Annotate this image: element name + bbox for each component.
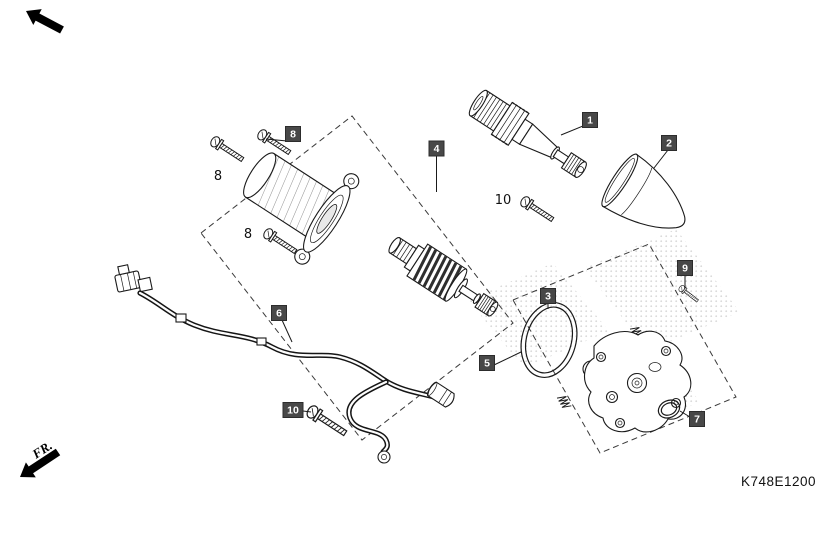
- callout-5[interactable]: 5: [479, 355, 495, 371]
- part-starter-pinion: [468, 89, 587, 178]
- callout-4-label: 4: [434, 143, 440, 155]
- callout-9[interactable]: 9: [677, 260, 693, 276]
- part-end-cover-cone: [601, 153, 686, 229]
- dashed-group-box-motor: [200, 115, 514, 441]
- part-wire-harness: [114, 264, 455, 464]
- callout-10[interactable]: 10: [282, 402, 304, 418]
- part-spring-lower: [556, 393, 572, 411]
- harness-clip-b: [256, 337, 267, 346]
- bolt-8-c: [261, 226, 300, 257]
- callout-6-label: 6: [276, 308, 282, 320]
- harness-clip-a: [175, 313, 187, 323]
- bolt-10-bottom: [304, 403, 350, 440]
- fr-direction-marker: FR.: [20, 438, 61, 478]
- bolt-10-top: [518, 194, 557, 225]
- annotation-8-b: 8: [244, 227, 252, 242]
- harness-connector: [114, 264, 153, 293]
- part-oring-large: [520, 302, 578, 378]
- callout-7[interactable]: 7: [689, 411, 705, 427]
- callout-8-top-label: 8: [290, 129, 296, 141]
- fr-arrow-icon: [20, 448, 61, 478]
- part-oring-small: [657, 399, 681, 419]
- callout-8-top[interactable]: 8: [285, 126, 301, 142]
- callout-4[interactable]: 4: [428, 140, 445, 157]
- halftone-shade-right: [584, 229, 740, 351]
- part-gear-cover-casting: [584, 330, 692, 433]
- part-armature: [388, 236, 499, 317]
- callout-7-label: 7: [694, 414, 700, 426]
- leader-lines: [265, 125, 691, 418]
- diagram-code: K748E1200: [741, 474, 816, 489]
- callout-1-label: 1: [587, 115, 593, 127]
- harness-ring-terminal: [377, 450, 391, 464]
- annotation-10: 10: [495, 193, 512, 208]
- callout-3[interactable]: 3: [540, 288, 556, 304]
- orientation-arrow-top-icon: [26, 9, 64, 34]
- annotation-8-a: 8: [214, 169, 222, 184]
- callout-2-label: 2: [666, 138, 672, 150]
- callout-2[interactable]: 2: [661, 135, 677, 151]
- callout-3-label: 3: [545, 291, 551, 303]
- harness-boot: [426, 381, 455, 408]
- bolt-8-a: [208, 134, 247, 165]
- callout-10-label: 10: [287, 405, 299, 417]
- part-motor-yoke: [243, 152, 360, 265]
- callout-6[interactable]: 6: [271, 305, 287, 321]
- callout-9-label: 9: [682, 263, 688, 275]
- halftone-shade-left: [468, 263, 609, 368]
- callout-5-label: 5: [484, 358, 490, 370]
- callout-1[interactable]: 1: [582, 112, 598, 128]
- dashed-group-box-cover: [512, 243, 737, 454]
